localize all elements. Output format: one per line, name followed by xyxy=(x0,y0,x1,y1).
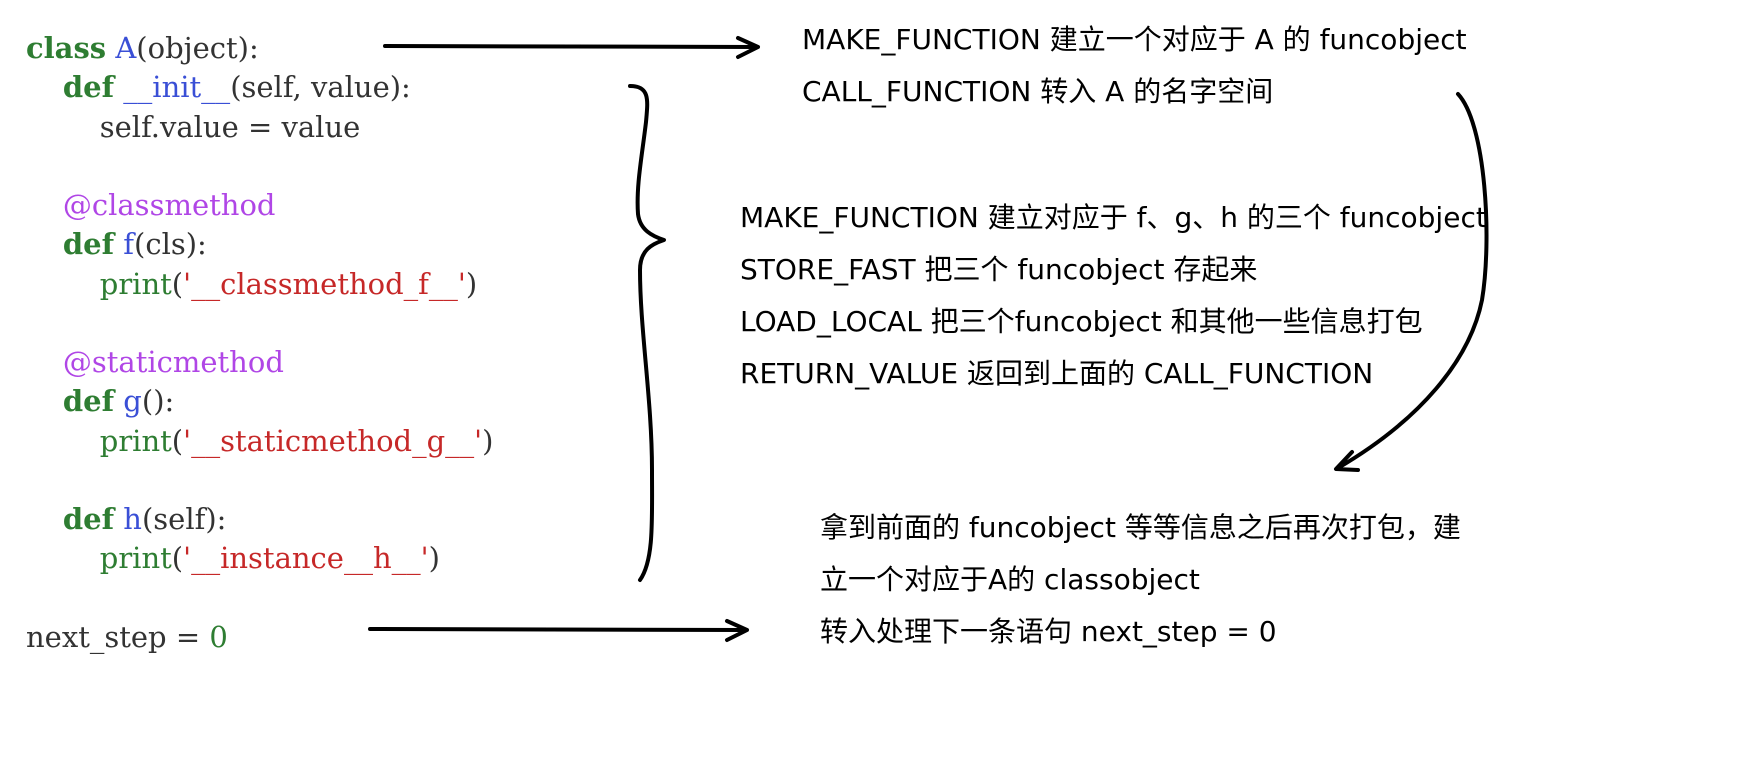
code-token: A xyxy=(115,31,137,65)
code-token: 0 xyxy=(209,620,228,654)
code-token: @staticmethod xyxy=(62,345,284,379)
note-line: MAKE_FUNCTION 建立一个对应于 A 的 funcobject xyxy=(802,23,1467,56)
note-line: STORE_FAST 把三个 funcobject 存起来 xyxy=(740,253,1258,286)
code-token: (): xyxy=(141,384,175,418)
code-line: @classmethod xyxy=(26,185,276,225)
code-token: __init__ xyxy=(123,70,231,104)
code-token: class xyxy=(26,31,107,65)
code-token: ( xyxy=(171,541,184,575)
code-token: ( xyxy=(171,424,184,458)
code-token: next_step = xyxy=(26,620,210,654)
note-line: MAKE_FUNCTION 建立对应于 f、g、h 的三个 funcobject xyxy=(740,201,1487,234)
note-line: 转入处理下一条语句 next_step = 0 xyxy=(820,615,1277,648)
code-token: g xyxy=(123,384,142,418)
code-token: (self, value): xyxy=(230,70,411,104)
code-token: ) xyxy=(428,541,440,575)
code-token: def xyxy=(62,384,115,418)
code-line: class A(object): xyxy=(26,28,259,68)
code-token: @classmethod xyxy=(62,188,276,222)
note-line: 立一个对应于A的 classobject xyxy=(820,563,1200,596)
code-token: def xyxy=(62,227,115,261)
code-token: '__instance__h__' xyxy=(183,541,429,575)
code-token: (object): xyxy=(136,31,259,65)
code-token: print xyxy=(99,541,172,575)
code-token: def xyxy=(62,70,115,104)
code-token: h xyxy=(123,502,142,536)
code-line: def g(): xyxy=(26,381,174,421)
code-token: ) xyxy=(465,267,478,301)
note-line: RETURN_VALUE 返回到上面的 CALL_FUNCTION xyxy=(740,357,1374,390)
note-build-class: 拿到前面的 funcobject 等等信息之后再次打包，建 立一个对应于A的 c… xyxy=(820,502,1461,658)
note-make-class-function: MAKE_FUNCTION 建立一个对应于 A 的 funcobject CAL… xyxy=(802,14,1467,118)
code-line: print('__instance__h__') xyxy=(26,538,440,578)
arrow-right-icon xyxy=(383,36,760,59)
code-line: self.value = value xyxy=(26,107,361,147)
note-line: LOAD_LOCAL 把三个funcobject 和其他一些信息打包 xyxy=(740,305,1423,338)
note-line: CALL_FUNCTION 转入 A 的名字空间 xyxy=(802,75,1274,108)
code-line: def h(self): xyxy=(26,499,227,539)
code-token: self.value = value xyxy=(26,110,361,144)
code-line: @staticmethod xyxy=(26,342,284,382)
note-class-body: MAKE_FUNCTION 建立对应于 f、g、h 的三个 funcobject… xyxy=(740,192,1487,400)
arrow-right-icon xyxy=(368,619,749,642)
code-token: '__classmethod_f__' xyxy=(183,267,466,301)
code-line: def __init__(self, value): xyxy=(26,67,411,107)
curved-arrow-icon xyxy=(1334,92,1489,472)
code-token: ( xyxy=(171,267,184,301)
code-token: f xyxy=(123,227,135,261)
curly-brace-icon xyxy=(628,84,666,582)
code-token: '__staticmethod_g__' xyxy=(183,424,483,458)
note-line: 拿到前面的 funcobject 等等信息之后再次打包，建 xyxy=(820,511,1461,544)
code-token: (cls): xyxy=(134,227,207,261)
code-line: print('__staticmethod_g__') xyxy=(26,421,494,461)
code-line: next_step = 0 xyxy=(26,617,228,657)
code-token: print xyxy=(99,267,172,301)
code-token: print xyxy=(99,424,172,458)
code-line: print('__classmethod_f__') xyxy=(26,264,477,304)
code-token: ) xyxy=(482,424,494,458)
code-token: (self): xyxy=(141,502,227,536)
code-token: def xyxy=(62,502,115,536)
code-line: def f(cls): xyxy=(26,224,207,264)
